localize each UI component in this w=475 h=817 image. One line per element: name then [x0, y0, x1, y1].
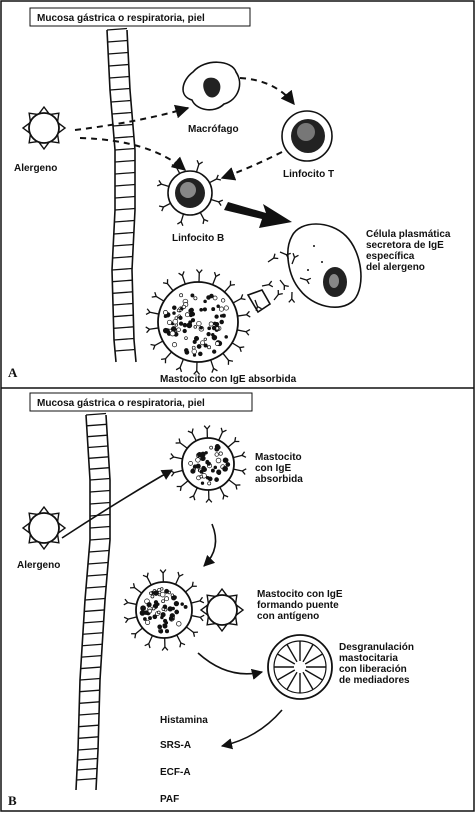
plasma-cell-label: Célula plasmática secretora de IgE espec…: [366, 229, 453, 273]
differentiation-arrow: [224, 202, 292, 228]
epithelium-layer: [107, 29, 136, 363]
mast-cell-bridge-label: Mastocito con IgE formando puente con an…: [257, 589, 345, 622]
bridged-antigen-icon: [201, 589, 243, 631]
allergen-label: Alergeno: [14, 163, 57, 174]
mast-cell-top-label: Mastocito con IgE absorbida: [255, 452, 304, 485]
panel-b: Mucosa gástrica o respiratoria, piel B A…: [8, 393, 417, 808]
plasma-cell-icon: [288, 224, 361, 307]
degranulation-to-mediators-arrow: [222, 710, 282, 746]
allergen-to-mast-cell-arrow: [62, 470, 172, 538]
allergen-to-b-lymphocyte-arrow: [80, 138, 185, 170]
t-lymphocyte-to-b-lymphocyte-arrow: [222, 152, 282, 178]
panel-a: Mucosa gástrica o respiratoria, piel A A…: [8, 8, 453, 385]
panel-a-header: Mucosa gástrica o respiratoria, piel: [37, 13, 205, 24]
allergen-label: Alergeno: [17, 560, 60, 571]
degranulated-mast-cell-icon: [268, 635, 332, 699]
panel-b-letter: B: [8, 793, 17, 808]
allergen-icon: [23, 507, 65, 549]
b-lymphocyte-label: Linfocito B: [172, 233, 224, 244]
mast-cell-bridging-icon: [124, 569, 204, 650]
panel-a-letter: A: [8, 365, 18, 380]
macrophage-label: Macrófago: [188, 124, 239, 135]
mediator-srs-a: SRS-A: [160, 740, 191, 751]
degranulation-label: Desgranulación mastocitaria con liberaci…: [339, 642, 417, 686]
epithelium-layer: [76, 414, 110, 791]
b-lymphocyte-icon: [157, 160, 223, 226]
mast-cell-label: Mastocito con IgE absorbida: [160, 374, 297, 385]
mast-cell-icon: [170, 425, 247, 502]
macrophage-to-t-lymphocyte-arrow: [240, 78, 294, 104]
mediator-paf: PAF: [160, 794, 179, 805]
mast-cell-icon: [146, 270, 251, 375]
panel-b-header: Mucosa gástrica o respiratoria, piel: [37, 398, 205, 409]
bridge-to-degranulation-arrow: [198, 653, 262, 674]
mediator-histamina: Histamina: [160, 715, 208, 726]
mediator-ecf-a: ECF-A: [160, 767, 191, 778]
allergen-icon: [23, 107, 65, 149]
t-lymphocyte-label: Linfocito T: [283, 169, 334, 180]
mast-cell-to-bridge-arrow: [204, 524, 216, 566]
